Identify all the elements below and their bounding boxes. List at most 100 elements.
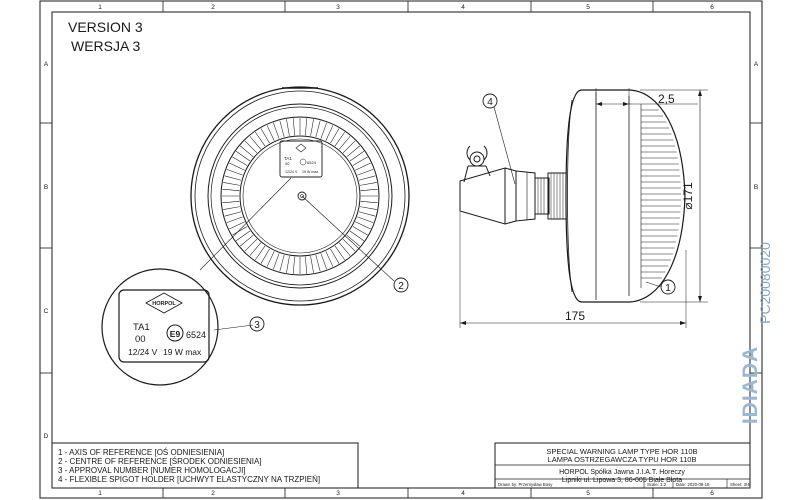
front-view: TA1 00 6524 12/24 V 19 W max <box>190 86 410 306</box>
rib-line <box>255 131 266 147</box>
rib-line <box>249 242 262 256</box>
dimension-offset: 2,5 <box>595 88 698 106</box>
callout-axis: 1 <box>665 283 671 294</box>
rib-line <box>357 216 374 223</box>
side-view-ribs <box>641 109 681 279</box>
version-en: VERSION 3 <box>68 19 143 35</box>
rib-line <box>310 119 314 136</box>
horpol-logo-icon <box>145 292 183 314</box>
title-block: SPECIAL WARNING LAMP TYPE HOR 110B LAMPA… <box>494 442 751 489</box>
grid-labels: 1 2 3 4 5 6 1 2 3 4 5 6 A B C D A B <box>44 4 759 497</box>
rib-line <box>338 136 351 150</box>
column-label: 6 <box>710 490 714 497</box>
marking-voltage: 12/24 V <box>128 347 158 357</box>
rib-line <box>235 151 251 162</box>
rib-line <box>240 145 254 158</box>
rib-line <box>266 125 275 141</box>
rib-line <box>320 122 327 139</box>
callout-spigot: 4 <box>487 97 493 108</box>
callout-circle <box>393 277 409 293</box>
column-label: 6 <box>710 4 714 11</box>
column-label: 1 <box>98 4 102 11</box>
rib-line <box>244 238 258 252</box>
rib-line <box>223 182 240 186</box>
rib-line <box>232 156 248 166</box>
rib-line <box>357 169 374 176</box>
dim-diameter-value: ⌀171 <box>681 182 695 210</box>
column-label: 4 <box>461 490 465 497</box>
title-en: SPECIAL WARNING LAMP TYPE HOR 110B <box>546 447 697 456</box>
row-label: D <box>44 433 49 440</box>
front-label-plate: TA1 00 6524 12/24 V 19 W max <box>279 140 323 178</box>
inner-frame <box>51 11 751 489</box>
rib-line <box>325 125 334 141</box>
company-address: Lipniki ul. Lipowa 3, 86-005 Białe Błota <box>562 477 682 484</box>
leader-lines <box>199 177 395 331</box>
callout-approval: 3 <box>254 320 260 331</box>
approval-mark: E9 <box>170 329 181 339</box>
column-label: 1 <box>98 490 102 497</box>
company-name: HORPOL Spółka Jawna J.I.A.T. Horeczy <box>559 469 685 476</box>
legend-item: 1 - AXIS OF REFERENCE [OŚ ODNIESIENIA] <box>58 448 224 457</box>
row-label: C <box>44 308 49 315</box>
plate-approval: 6524 <box>307 160 317 165</box>
rib-line <box>325 251 334 267</box>
rib-line <box>222 201 240 204</box>
outer-frame <box>39 0 763 499</box>
rib-line <box>310 256 314 273</box>
rib-line <box>346 145 360 158</box>
centre-point <box>297 191 307 201</box>
rib-line <box>358 211 376 217</box>
detail-plate <box>118 289 210 363</box>
column-label: 5 <box>586 490 590 497</box>
clamp-icon <box>463 145 491 183</box>
rib-line <box>235 230 251 241</box>
plate-class: TA1 <box>284 156 292 161</box>
legend-item: 4 - FLEXIBLE SPIGOT HOLDER [UCHWYT ELAST… <box>58 475 320 484</box>
column-label: 5 <box>586 4 590 11</box>
rib-line <box>338 242 351 256</box>
version-pl: WERSJA 3 <box>71 38 140 54</box>
column-label: 3 <box>336 4 340 11</box>
rib-line <box>226 216 243 223</box>
callout-circle <box>482 93 498 109</box>
row-label: A <box>754 61 759 68</box>
rib-line <box>360 188 378 191</box>
rib-line <box>330 128 340 144</box>
marking-code: 00 <box>135 334 146 345</box>
rib-line <box>229 162 245 171</box>
sheet: Sheet: 3/4 <box>730 482 750 487</box>
dimension-length: 175 <box>459 212 687 328</box>
rib-line <box>273 253 280 270</box>
rib-line <box>249 136 262 150</box>
column-label: 3 <box>336 490 340 497</box>
rib-line <box>286 119 290 136</box>
rib-line <box>260 128 270 144</box>
legend-box: 1 - AXIS OF REFERENCE [OŚ ODNIESIENIA] 2… <box>51 442 359 489</box>
rib-line <box>355 221 371 230</box>
idiada-logo: IDIADA <box>739 346 762 424</box>
spigot-ribs <box>537 173 564 219</box>
callout-centre: 2 <box>398 281 404 292</box>
column-label: 2 <box>211 4 215 11</box>
rib-line <box>360 182 377 186</box>
rib-line <box>342 140 356 154</box>
legend-item: 2 - CENTRE OF REFERENCE [ŚRODEK ODNIESIE… <box>58 457 262 466</box>
rib-line <box>222 188 240 191</box>
rib-line <box>279 254 285 272</box>
rib-line <box>292 118 295 136</box>
rib-line <box>255 245 266 261</box>
rib-line <box>223 206 240 210</box>
rib-line <box>355 162 371 171</box>
legend-item: 3 - APPROVAL NUMBER [NUMER HOMOLOGACJI] <box>58 466 246 475</box>
rib-line <box>229 221 245 230</box>
drawn-by: Drawn by: Przemysław Bosy <box>498 482 553 487</box>
rib-line <box>232 226 248 236</box>
rib-line <box>292 256 295 274</box>
dim-offset-value: 2,5 <box>658 92 675 106</box>
rib-line <box>349 151 365 162</box>
rib-line <box>315 254 321 272</box>
front-view-ribs <box>222 118 378 274</box>
rib-line <box>315 120 321 138</box>
